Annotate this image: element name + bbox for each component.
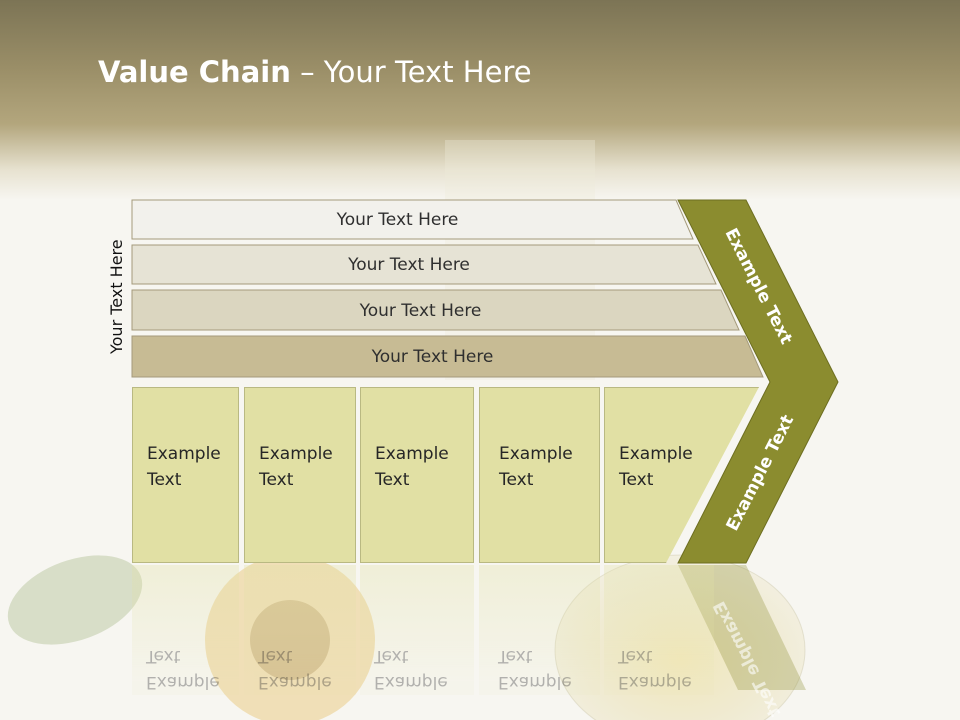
reflection-box-4: Example Text [479,565,600,695]
reflection-line2-5: Text [618,646,653,666]
reflection-text-5: Example Text [618,643,708,695]
activity-box-5-line2: Text [619,470,654,490]
page-title: Value Chain – Your Text Here [98,55,532,89]
reflection-line1-1: Example [146,672,220,692]
row-4-label: Your Text Here [371,346,494,367]
reflection-line2-4: Text [498,646,533,666]
row-4: Your Text Here [132,337,763,376]
reflection-box-1: Example Text [132,565,239,695]
activity-box-1-line2: Text [147,470,182,490]
reflection-line2-2: Text [258,646,293,666]
reflection-box-2: Example Text [244,565,356,695]
activity-box-2-line2: Text [259,470,294,490]
header-band [0,0,960,200]
activity-box-3-line2: Text [375,470,410,490]
row-1: Your Text Here [132,200,693,239]
activity-box-4-line2: Text [499,470,534,490]
activity-box-5-line1: Example [619,444,693,464]
activity-box-4-line1: Example [499,444,573,464]
reflection-box-5: Example Text [604,565,714,695]
reflection-line1-2: Example [258,672,332,692]
reflection-text-1: Example Text [146,643,236,695]
reflection-text-2: Example Text [258,643,348,695]
reflection-line1-3: Example [374,672,448,692]
reflection-text-4: Example Text [498,643,588,695]
title-bold: Value Chain [98,55,291,89]
reflection-box-3: Example Text [360,565,474,695]
row-3-label: Your Text Here [359,300,482,321]
title-rest: – Your Text Here [290,55,532,89]
row-1-label: Your Text Here [336,209,459,230]
activity-box-1-line1: Example [147,444,221,464]
reflection-line2-3: Text [374,646,409,666]
side-label-text: Your Text Here [107,239,126,354]
activity-box-2-line1: Example [259,444,333,464]
reflection-line1-5: Example [618,672,692,692]
row-2-label: Your Text Here [348,254,470,275]
reflection-line1-4: Example [498,672,572,692]
chevron-reflection-label: Example Text [710,598,786,720]
reflection-text-3: Example Text [374,643,464,695]
reflection-line2-1: Text [146,646,181,666]
side-label: Your Text Here [107,239,126,354]
row-3: Your Text Here [132,291,739,330]
row-2: Your Text Here [132,245,716,284]
activity-box-3-line1: Example [375,444,449,464]
